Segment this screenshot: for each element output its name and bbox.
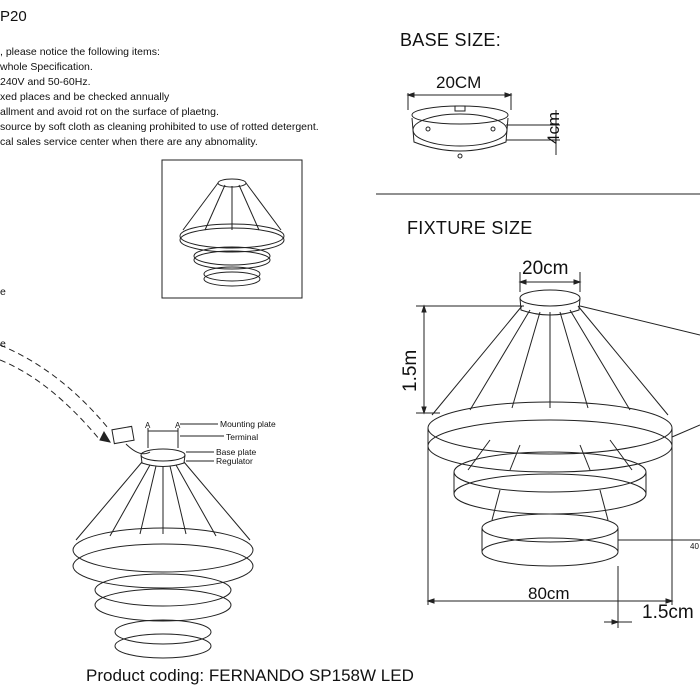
side-mark: e [0,338,6,350]
side-mark: e [0,286,6,298]
note-line: whole Specification. [0,61,93,73]
note-line: , please notice the following items: [0,46,160,58]
fixture-size-header: FIXTURE SIZE [407,218,533,238]
fixture-top-width: 20cm [522,258,569,279]
label-base-plate: Base plate [216,447,257,457]
fixture-side-offset: 1.5cm [642,602,694,623]
note-line: source by soft cloth as cleaning prohibi… [0,121,319,133]
fixture-small-dim: 40 [690,542,699,551]
sheet-title: P20 [0,8,27,25]
note-line: 240V and 50-60Hz. [0,76,91,88]
base-height-label: 4cm [544,111,563,144]
install-drawing [0,344,254,659]
label-mounting-plate: Mounting plate [220,419,276,429]
preview-frame [161,159,303,299]
note-line: xed places and be checked annually [0,91,170,103]
base-width-label: 20CM [436,73,482,92]
note-line: cal sales service center when there are … [0,136,258,148]
fixture-drawing [416,272,700,628]
label-regulator: Regulator [216,456,253,466]
fixture-height: 1.5m [400,349,421,392]
base-drawing [406,92,560,159]
fixture-width: 80cm [528,584,570,603]
label-terminal: Terminal [226,432,259,442]
note-line: allment and avoid rot on the surface of … [0,106,219,118]
base-size-header: BASE SIZE: [400,30,502,50]
install-marker: A [175,421,181,430]
product-coding: Product coding: FERNANDO SP158W LED [86,666,414,685]
install-marker: A [145,421,151,430]
